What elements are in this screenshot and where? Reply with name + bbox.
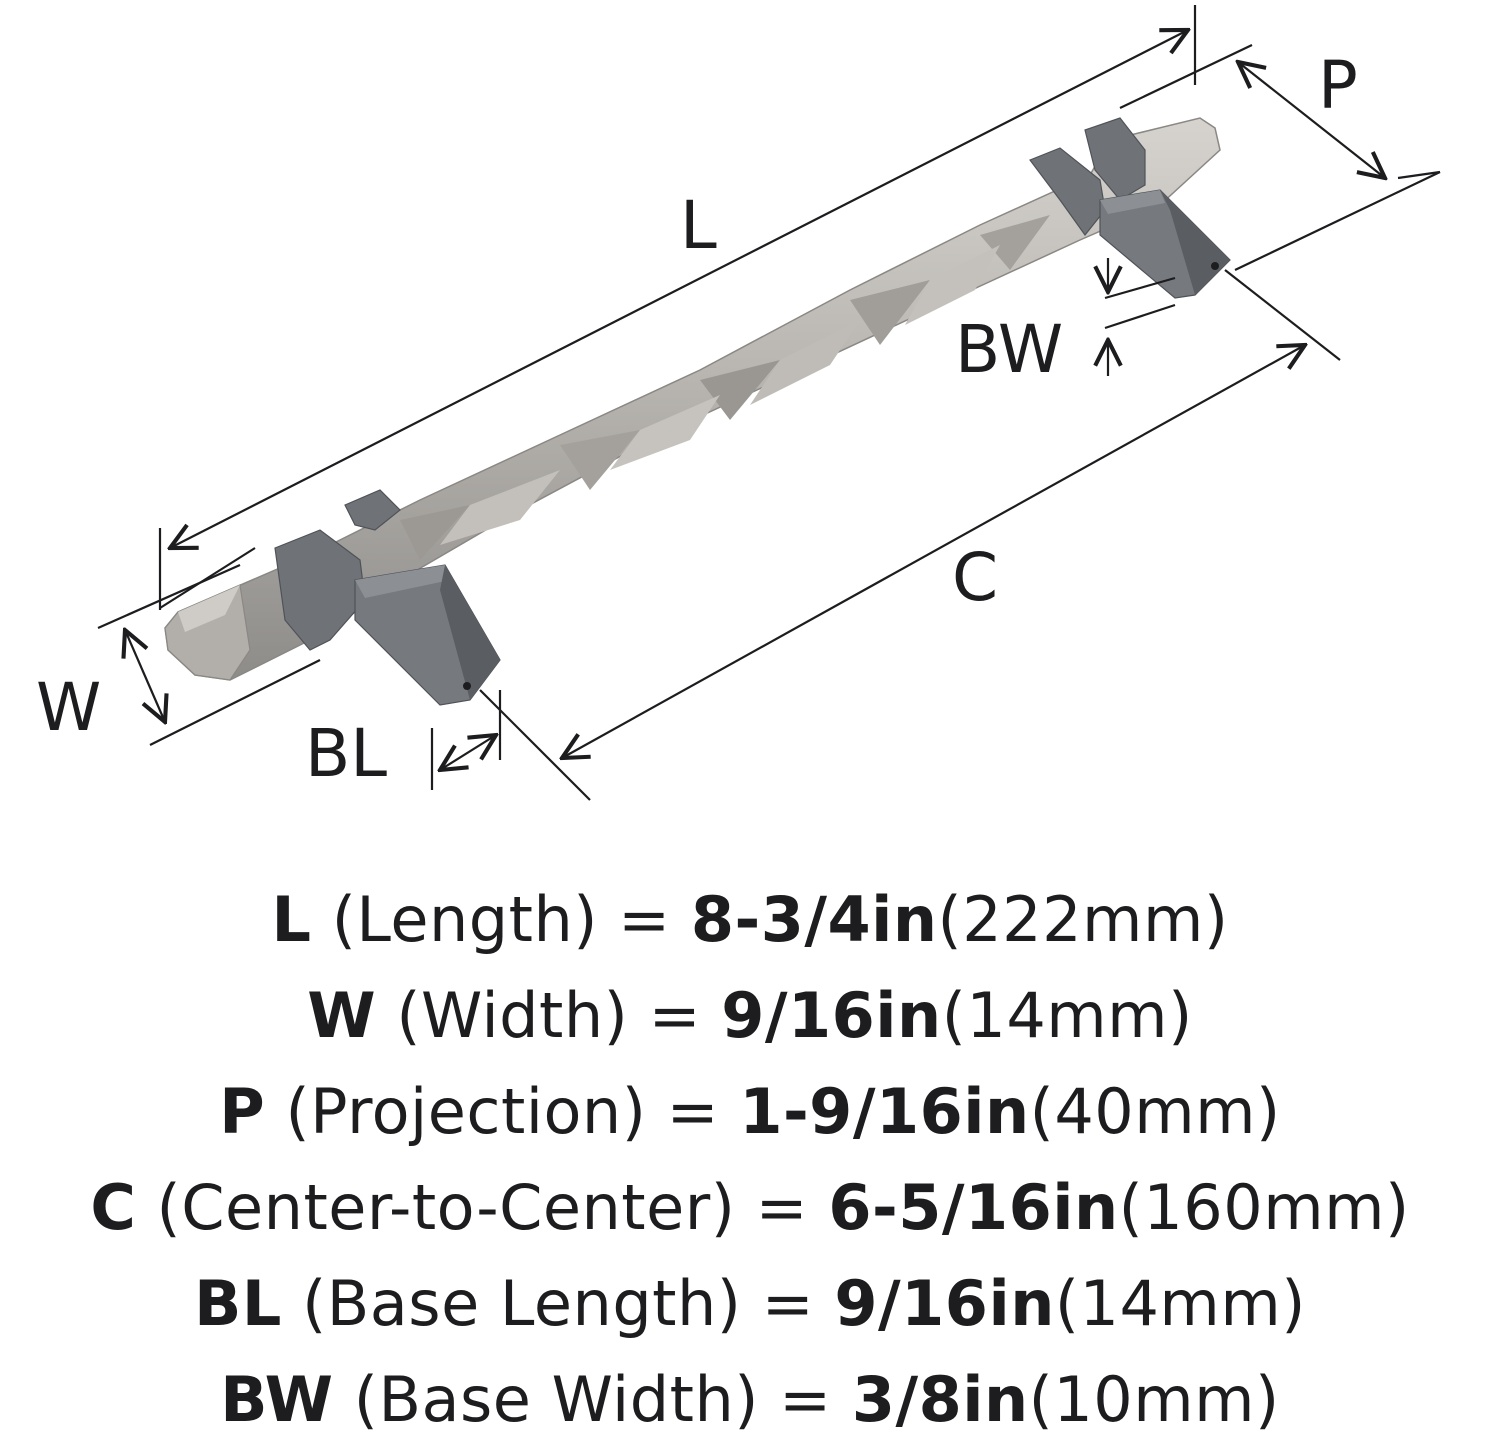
spec-row-center-to-center: C (Center-to-Center) = 6-5/16in(160mm) (90, 1171, 1410, 1244)
spec-value: 9/16in (721, 979, 942, 1052)
label-BL: BL (305, 715, 387, 792)
spec-metric: (14mm) (941, 979, 1193, 1052)
dimension-length: L (158, 5, 1253, 610)
spec-key: L (271, 883, 312, 956)
spec-key: BW (220, 1363, 334, 1436)
spec-list: L (Length) = 8-3/4in(222mm) W (Width) = … (0, 872, 1500, 1448)
spec-name: (Base Length) (302, 1267, 742, 1340)
left-post (274, 489, 501, 706)
spec-name: (Width) (396, 979, 629, 1052)
spec-row-base-length: BL (Base Length) = 9/16in(14mm) (194, 1267, 1306, 1340)
spec-value: 3/8in (851, 1363, 1029, 1436)
dimension-center-to-center: C (479, 269, 1341, 801)
spec-row-width: W (Width) = 9/16in(14mm) (307, 979, 1193, 1052)
spec-key: W (307, 979, 377, 1052)
spec-row-base-width: BW (Base Width) = 3/8in(10mm) (220, 1363, 1280, 1436)
dimension-base-length: BL (305, 690, 502, 792)
spec-value: 9/16in (834, 1267, 1055, 1340)
label-BW: BW (955, 311, 1063, 388)
label-P: P (1318, 47, 1358, 124)
spec-name: (Projection) (285, 1075, 647, 1148)
spec-metric: (160mm) (1118, 1171, 1410, 1244)
label-C: C (952, 539, 998, 616)
spec-metric: (14mm) (1054, 1267, 1306, 1340)
spec-key: BL (194, 1267, 282, 1340)
dimension-base-width: BW (955, 258, 1176, 388)
dimension-projection: P (1235, 47, 1441, 271)
spec-metric: (222mm) (937, 883, 1229, 956)
label-L: L (680, 187, 717, 264)
spec-value: 1-9/16in (739, 1075, 1030, 1148)
spec-row-projection: P (Projection) = 1-9/16in(40mm) (219, 1075, 1281, 1148)
spec-key: C (90, 1171, 137, 1244)
label-W: W (36, 669, 101, 746)
spec-name: (Base Width) (353, 1363, 759, 1436)
dimension-width: W (36, 563, 321, 746)
spec-key: P (219, 1075, 266, 1148)
spec-metric: (40mm) (1029, 1075, 1281, 1148)
handle-dimension-diagram: L W P C BL BW (36, 5, 1441, 801)
spec-metric: (10mm) (1028, 1363, 1280, 1436)
spec-row-length: L (Length) = 8-3/4in(222mm) (271, 883, 1229, 956)
spec-name: (Center-to-Center) (156, 1171, 736, 1244)
spec-name: (Length) (331, 883, 598, 956)
spec-value: 8-3/4in (690, 883, 938, 956)
spec-value: 6-5/16in (828, 1171, 1119, 1244)
